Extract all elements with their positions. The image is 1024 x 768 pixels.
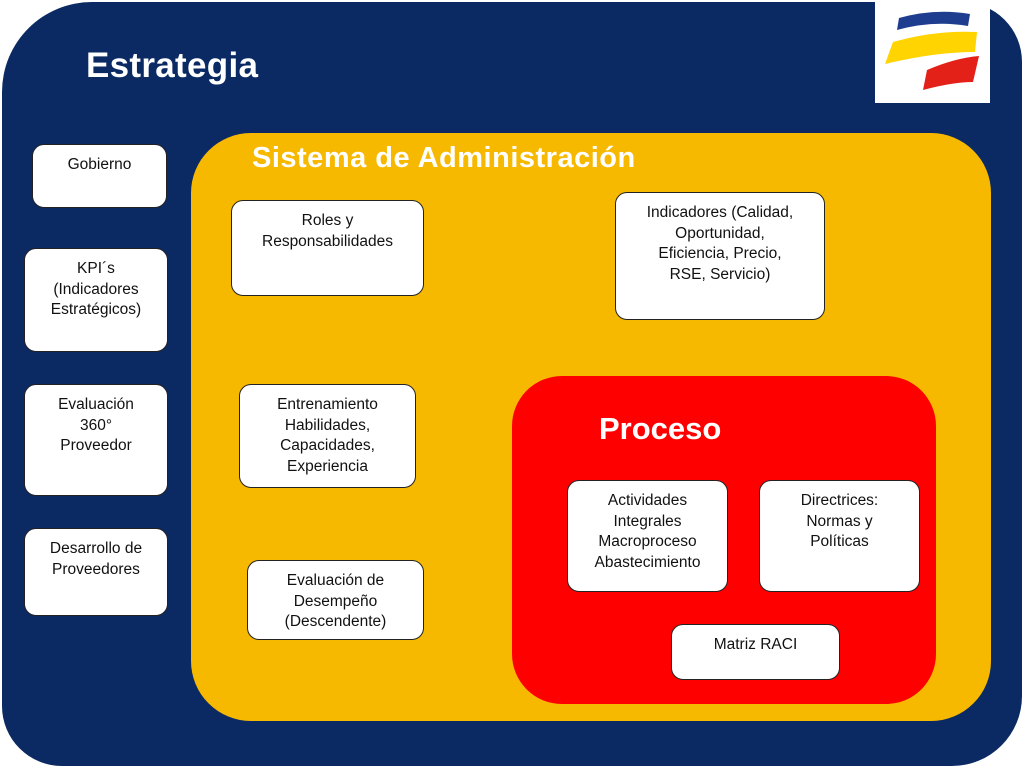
system-title: Sistema de Administración <box>252 142 636 174</box>
performance-box: Evaluación de Desempeño (Descendente) <box>247 560 424 640</box>
process-title: Proceso <box>599 411 722 446</box>
sidebar-item-evaluacion-360: Evaluación 360° Proveedor <box>24 384 168 496</box>
guidelines-box: Directrices: Normas y Políticas <box>759 480 920 592</box>
training-box: Entrenamiento Habilidades, Capacidades, … <box>239 384 416 488</box>
sidebar-item-gobierno: Gobierno <box>32 144 167 208</box>
raci-box: Matriz RACI <box>671 624 840 680</box>
logo-stripes-icon <box>885 11 979 90</box>
sidebar-item-desarrollo-proveedores: Desarrollo de Proveedores <box>24 528 168 616</box>
company-logo <box>875 0 990 103</box>
roles-box: Roles y Responsabilidades <box>231 200 424 296</box>
activities-box: Actividades Integrales Macroproceso Abas… <box>567 480 728 592</box>
indicators-box: Indicadores (Calidad, Oportunidad, Efici… <box>615 192 825 320</box>
sidebar-item-kpis: KPI´s (Indicadores Estratégicos) <box>24 248 168 352</box>
strategy-title: Estrategia <box>86 46 259 85</box>
